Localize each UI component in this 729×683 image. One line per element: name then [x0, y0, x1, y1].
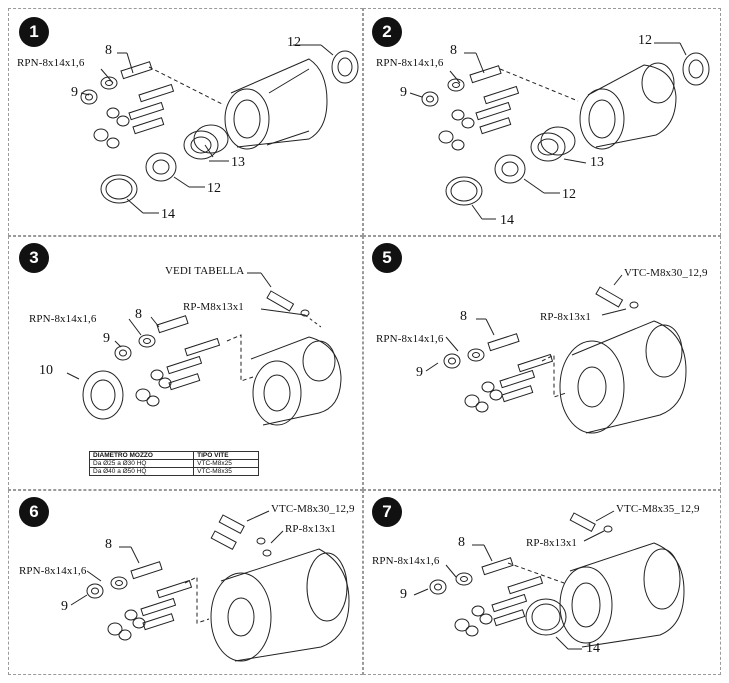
step-5-badge: 5 [372, 243, 402, 273]
table-cell: Da Ø40 a Ø50 HQ [88, 467, 195, 476]
part-8-label: 8 [458, 535, 465, 550]
step-5-panel: 5 VTC-M8x30_12,9 RP-8x13x1 8 RPN-8x14x1,… [363, 236, 721, 490]
rpn-label: RPN-8x14x1,6 [372, 555, 440, 567]
step-7-drawing [413, 510, 685, 650]
part-14-label: 14 [161, 207, 175, 222]
rp-label: RP-M8x13x1 [183, 301, 244, 313]
table-cell: VTC-M8x35 [193, 467, 259, 476]
part-9-label: 9 [400, 587, 407, 602]
table-header-diameter: DIAMETRO MOZZO [88, 451, 195, 460]
part-9-label: 9 [71, 85, 78, 100]
rpn-label: RPN-8x14x1,6 [376, 57, 444, 69]
step-6-drawing [70, 510, 350, 662]
step-1-drawing [80, 44, 359, 214]
part-13-label: 13 [590, 155, 604, 170]
vtc-label: VTC-M8x30_12,9 [624, 267, 708, 279]
vtc-label: VTC-M8x30_12,9 [271, 503, 355, 515]
table-row: Da Ø25 a Ø30 HQ VTC-M8x25 [88, 459, 259, 468]
step-7-badge: 7 [372, 497, 402, 527]
rpn-label: RPN-8x14x1,6 [376, 333, 444, 345]
step-5-drawing [425, 274, 687, 434]
table-header-screw-type: TIPO VITE [193, 451, 259, 460]
screw-table-header: DIAMETRO MOZZO TIPO VITE [88, 451, 259, 460]
part-14-label: 14 [500, 213, 514, 228]
rp-label: RP-8x13x1 [285, 523, 337, 535]
part-12-label: 12 [562, 187, 576, 202]
part-9-label: 9 [416, 365, 423, 380]
step-2-panel: 2 RPN-8x14x1,6 [363, 8, 721, 236]
table-cell: Da Ø25 a Ø30 HQ [88, 459, 195, 468]
part-8-label: 8 [105, 43, 112, 58]
rp-label: RP-8x13x1 [540, 311, 592, 323]
part-9-label: 9 [400, 85, 407, 100]
part-8-label: 8 [450, 43, 457, 58]
rp-label: RP-8x13x1 [526, 537, 578, 549]
step-3-badge: 3 [19, 243, 49, 273]
part-14-label: 14 [586, 641, 600, 656]
part-12-label: 12 [287, 35, 301, 50]
step-1-badge: 1 [19, 17, 49, 47]
part-10-label: 10 [39, 363, 53, 378]
vtc-label: VTC-M8x35_12,9 [616, 503, 700, 515]
step-3-drawing [66, 272, 342, 426]
rpn-label: RPN-8x14x1,6 [29, 313, 97, 325]
step-2-drawing [409, 42, 710, 220]
part-8-label: 8 [460, 309, 467, 324]
part-9-label: 9 [103, 331, 110, 346]
step-6-badge: 6 [19, 497, 49, 527]
part-12-label: 12 [207, 181, 221, 196]
step-2-badge: 2 [372, 17, 402, 47]
step-6-panel: 6 VTC-M8x30_12,9 RP-8x13x1 8 RPN-8x1 [8, 490, 363, 675]
part-12-label: 12 [638, 33, 652, 48]
screw-table: DIAMETRO MOZZO TIPO VITE Da Ø25 a Ø30 HQ… [88, 451, 259, 476]
vedi-tabella-label: VEDI TABELLA [165, 265, 245, 277]
table-row: Da Ø40 a Ø50 HQ VTC-M8x35 [88, 467, 259, 476]
step-7-panel: 7 VTC-M8x35_12,9 8 RP-8x13x1 [363, 490, 721, 675]
rpn-label: RPN-8x14x1,6 [19, 565, 87, 577]
step-1-panel: 1 [8, 8, 363, 236]
part-8-label: 8 [135, 307, 142, 322]
step-3-panel: 3 [8, 236, 363, 490]
rpn-label: RPN-8x14x1,6 [17, 57, 85, 69]
part-13-label: 13 [231, 155, 245, 170]
part-8-label: 8 [105, 537, 112, 552]
part-9-label: 9 [61, 599, 68, 614]
table-cell: VTC-M8x25 [193, 459, 259, 468]
